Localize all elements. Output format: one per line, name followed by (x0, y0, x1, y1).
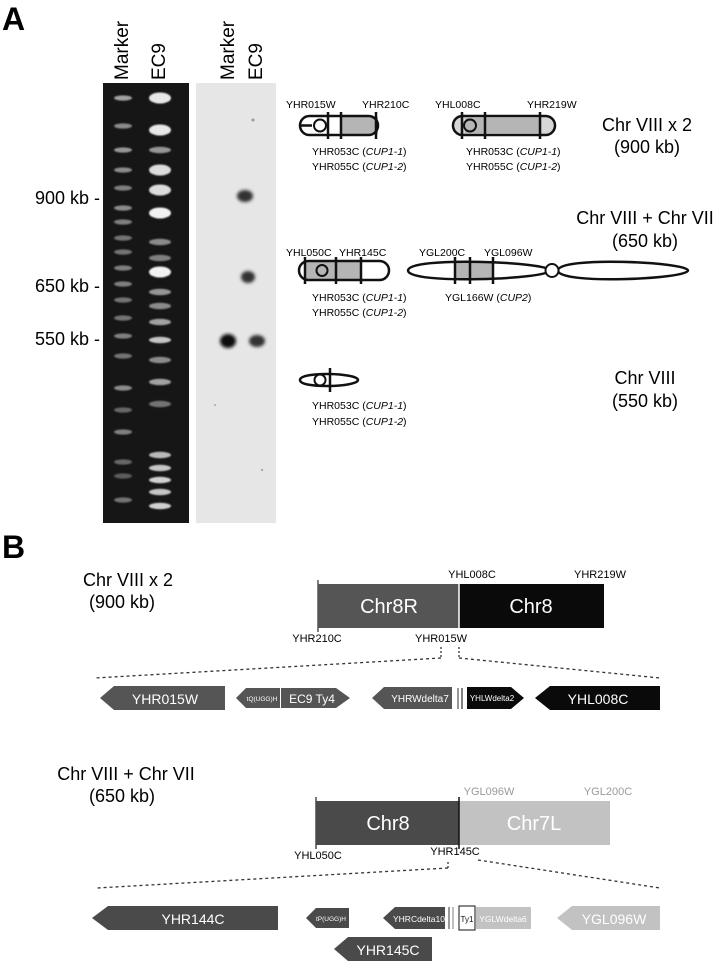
arrow-yglwdelta6 (476, 907, 531, 929)
b-bottom-label-yhr145c: YHR145C (430, 846, 480, 858)
arrow-yhrwdelta7 (372, 687, 452, 709)
arrow-label-yhr145c: YHR145C (356, 942, 419, 958)
arrow-label-yhrcdelta10: YHRCdelta10 (393, 914, 445, 924)
arrow-yhr145c (334, 937, 432, 961)
arrow-label-yhl008c: YHL008C (568, 691, 629, 707)
label-yhl008c: YHL008C (435, 99, 481, 111)
lane-label-ec9-blot: EC9 (246, 43, 267, 80)
b-bottom-title: Chr VIII + Chr VII (57, 764, 195, 784)
arrow-ygl096w (557, 906, 660, 930)
diagram-title-chr8x2: Chr VIII x 2 (602, 115, 692, 135)
label-yhr053c-c: YHR053C (CUP1-1) (312, 292, 407, 304)
diagram-title-chr8: Chr VIII (614, 368, 675, 388)
panel-b-bottom: Chr VIII + Chr VII (650 kb) YGL096W YGL2… (57, 764, 661, 961)
arrow-label-yhlwdelta2: YHLWdelta2 (470, 694, 515, 703)
label-yhr055c-a: YHR055C (CUP1-2) (312, 161, 407, 173)
diagram-chr8x2: YHR015W YHR210C YHR053C (CUP1-1) YHR055C… (286, 99, 692, 173)
label-yhr015w: YHR015W (286, 99, 336, 111)
label-yhr055c-c: YHR055C (CUP1-2) (312, 307, 407, 319)
lane-label-marker-gel: Marker (112, 20, 133, 80)
box-ty1 (458, 905, 476, 931)
arrow-yhlwdelta2 (467, 687, 524, 709)
pfge-gel-image (103, 83, 189, 523)
b-bottom-size: (650 kb) (89, 786, 155, 806)
arrow-label-ygl096w: YGL096W (582, 911, 647, 927)
b-top-label-yhr210c: YHR210C (292, 633, 342, 645)
arrow-yhl008c (535, 686, 660, 710)
arrow-tqugg-h (236, 688, 280, 708)
label-yhr219w: YHR219W (527, 99, 577, 111)
label-yhl050c: YHL050C (286, 247, 332, 259)
arrow-yhr015w (100, 686, 225, 710)
panel-a-letter: A (2, 1, 25, 37)
size-label-550: 550 kb - (35, 329, 100, 349)
b-bottom-label-ygl096w: YGL096W (464, 786, 515, 798)
box-label-ty1: Ty1 (461, 915, 474, 924)
panel-b-top: Chr VIII x 2 (900 kb) YHL008C YHR219W Ch… (83, 569, 661, 710)
bar-label-chr8: Chr8 (509, 596, 552, 618)
diagram-size-550: (550 kb) (612, 391, 678, 411)
arrow-label-yglwdelta6: YGLWdelta6 (479, 914, 527, 924)
b-bottom-label-yhl050c: YHL050C (294, 850, 342, 862)
label-yhr055c-b: YHR055C (CUP1-2) (466, 161, 561, 173)
b-top-label-yhr015w: YHR015W (415, 633, 468, 645)
label-yhr145c: YHR145C (339, 247, 387, 259)
bar-chr8r (318, 584, 459, 628)
diagram-chr8-chr7: Chr VIII + Chr VII (650 kb) YHL050C YHR1… (286, 208, 714, 319)
label-ygl200c: YGL200C (419, 247, 466, 259)
arrow-label-yhr015w: YHR015W (132, 691, 199, 707)
b-top-size: (900 kb) (89, 592, 155, 612)
arrow-label-tpugg-h: tP(UGG)H (316, 916, 346, 923)
panel-b-letter: B (2, 529, 25, 565)
bar-label-chr8-b: Chr8 (366, 813, 409, 835)
arrow-label-yhr144c: YHR144C (161, 911, 224, 927)
arrow-tpugg-h (306, 908, 349, 928)
b-top-label-yhl008c: YHL008C (448, 569, 496, 581)
lane-label-marker-blot: Marker (218, 20, 239, 80)
arrow-yhrcdelta10 (383, 907, 445, 929)
arrow-yhr144c (92, 906, 278, 930)
bar-chr8-dark (316, 801, 459, 845)
southern-blot-image (196, 83, 276, 523)
label-yhr053c-a: YHR053C (CUP1-1) (312, 146, 407, 158)
bar-chr7l (459, 801, 610, 845)
bar-label-chr7l: Chr7L (507, 813, 561, 835)
diagram-chr8: YHR053C (CUP1-1) YHR055C (CUP1-2) Chr VI… (298, 368, 678, 428)
bar-label-chr8r: Chr8R (360, 596, 418, 618)
label-yhr055c-d: YHR055C (CUP1-2) (312, 416, 407, 428)
b-top-label-yhr219w: YHR219W (574, 569, 627, 581)
label-yhr053c-b: YHR053C (CUP1-1) (466, 146, 561, 158)
arrow-label-yhrwdelta7: YHRWdelta7 (391, 694, 449, 705)
lane-label-ec9-gel: EC9 (149, 43, 170, 80)
label-ygl166w: YGL166W (CUP2) (445, 292, 531, 304)
size-label-650: 650 kb - (35, 276, 100, 296)
b-top-title: Chr VIII x 2 (83, 570, 173, 590)
diagram-size-900: (900 kb) (614, 137, 680, 157)
b-bottom-label-ygl200c: YGL200C (584, 786, 632, 798)
diagram-title-chr8-chr7: Chr VIII + Chr VII (576, 208, 714, 228)
arrow-label-tqugg-h: tQ(UGG)H (247, 696, 278, 703)
bar-chr8-black (459, 584, 604, 628)
label-yhr053c-d: YHR053C (CUP1-1) (312, 400, 407, 412)
size-label-900: 900 kb - (35, 188, 100, 208)
label-ygl096w: YGL096W (484, 247, 533, 259)
arrow-ec9-ty4 (281, 688, 350, 708)
diagram-size-650: (650 kb) (612, 231, 678, 251)
arrow-label-ec9-ty4: EC9 Ty4 (289, 692, 335, 706)
label-yhr210c: YHR210C (362, 99, 410, 111)
